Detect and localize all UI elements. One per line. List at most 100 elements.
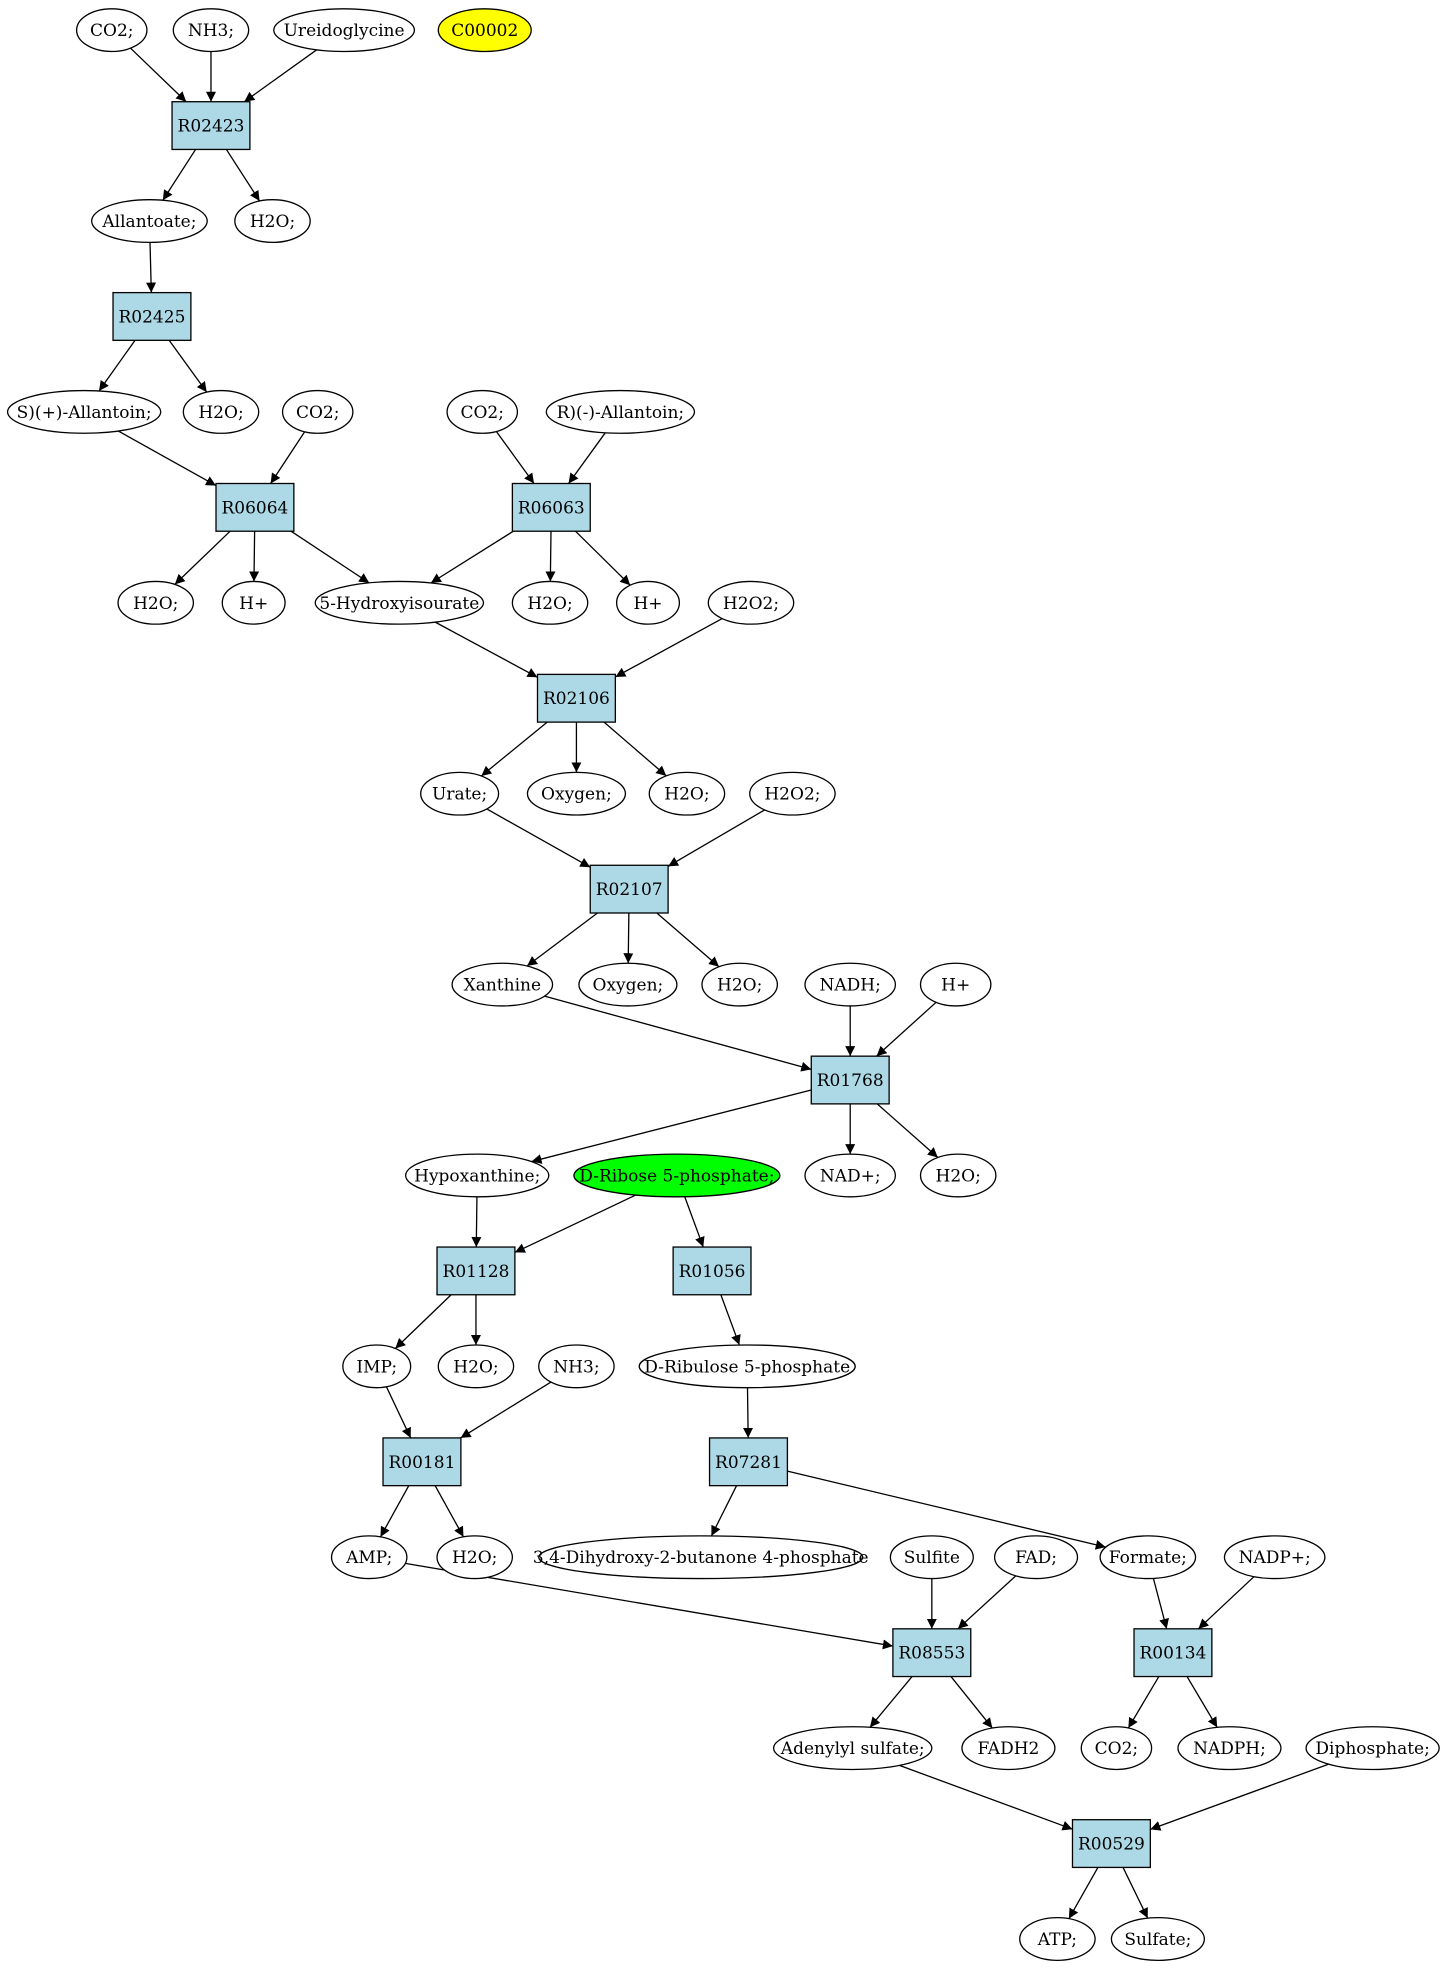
compound-node-c_h2o_8: H2O; bbox=[437, 1344, 515, 1389]
compound-node-c_diphosphate: Diphosphate; bbox=[1305, 1726, 1440, 1771]
compound-node-c_h2o_3: H2O; bbox=[117, 580, 195, 625]
edge-c_ribulose5p-to-r_R07281 bbox=[743, 1387, 754, 1438]
compound-node-c_co2_2: CO2; bbox=[281, 389, 354, 434]
compound-ellipse bbox=[538, 1344, 615, 1389]
compound-node-c_aps: Adenylyl sulfate; bbox=[772, 1726, 933, 1771]
edge-c_5hiu-to-r_R02106 bbox=[434, 621, 538, 678]
node-label: D-Ribose 5-phosphate; bbox=[579, 1166, 774, 1186]
compound-ellipse bbox=[707, 580, 795, 625]
node-label: R02423 bbox=[178, 117, 245, 137]
reaction-node-r_R00529: R00529 bbox=[1071, 1819, 1151, 1869]
compound-node-c_oxygen_2: Oxygen; bbox=[578, 962, 678, 1007]
reaction-node-r_R00181: R00181 bbox=[382, 1437, 462, 1487]
compound-node-c_hplus_1: H+ bbox=[221, 580, 286, 625]
edge-c_imp-to-r_R00181 bbox=[385, 1386, 412, 1439]
compound-node-c_nh3_1: NH3; bbox=[172, 8, 250, 53]
compound-node-c_hypoxanthine: Hypoxanthine; bbox=[404, 1153, 550, 1198]
compound-ellipse bbox=[1110, 1917, 1205, 1962]
node-label: R02425 bbox=[119, 307, 186, 327]
edge-c_diphosphate-to-r_R00529 bbox=[1150, 1763, 1329, 1831]
compound-ellipse bbox=[749, 771, 836, 816]
compound-node-c_5hiu: 5-Hydroxyisourate bbox=[314, 580, 485, 625]
edge-c_nh3_2-to-r_R00181 bbox=[460, 1381, 552, 1439]
node-label: R02107 bbox=[596, 880, 663, 900]
compound-ellipse bbox=[578, 962, 678, 1007]
reaction-node-r_R06063: R06063 bbox=[511, 482, 591, 532]
compound-ellipse bbox=[1019, 1917, 1096, 1962]
reaction-node-r_R02423: R02423 bbox=[171, 101, 251, 151]
edge-r_R06063-to-c_5hiu bbox=[430, 530, 514, 584]
reaction-box bbox=[708, 1437, 789, 1487]
edge-r_R02425-to-c_s_allantoin bbox=[98, 339, 136, 392]
compound-node-c_nadplus: NAD+; bbox=[804, 1153, 897, 1198]
edge-r_R06063-to-c_hplus_2 bbox=[575, 530, 631, 586]
compound-ellipse bbox=[330, 1535, 408, 1580]
node-label: Allantoate; bbox=[101, 212, 196, 232]
node-label: Xanthine bbox=[464, 976, 541, 996]
compound-ellipse bbox=[648, 771, 726, 816]
compound-ellipse bbox=[1080, 1726, 1153, 1771]
reaction-box bbox=[892, 1628, 972, 1678]
compound-ellipse bbox=[234, 199, 311, 244]
node-label: NADPH; bbox=[1193, 1739, 1266, 1759]
edge-c_allantoate-to-r_R02425 bbox=[146, 242, 157, 293]
node-label: Ureidoglycine bbox=[284, 21, 405, 41]
node-label: Oxygen; bbox=[541, 785, 612, 805]
edge-r_R06064-to-c_h2o_3 bbox=[174, 530, 231, 585]
node-label: Adenylyl sulfate; bbox=[780, 1739, 925, 1759]
edge-r_R06063-to-c_h2o_4 bbox=[545, 531, 556, 582]
compound-ellipse bbox=[961, 1726, 1056, 1771]
node-label: R07281 bbox=[715, 1453, 782, 1473]
node-label: NH3; bbox=[553, 1357, 599, 1377]
compound-node-c_co2_4: CO2; bbox=[1080, 1726, 1153, 1771]
edge-r_R08553-to-c_fadh2 bbox=[950, 1676, 993, 1729]
compound-node-c_nh3_2: NH3; bbox=[538, 1344, 615, 1389]
edge-r_R02423-to-c_allantoate bbox=[162, 149, 197, 201]
compound-node-c_r_allantoin: R)(-)-Allantoin; bbox=[545, 389, 696, 434]
compound-node-c_h2o_5: H2O; bbox=[648, 771, 726, 816]
compound-ellipse bbox=[437, 1344, 515, 1389]
reaction-node-r_R00134: R00134 bbox=[1133, 1628, 1213, 1678]
compound-node-c_c00002: C00002 bbox=[437, 8, 532, 53]
compound-ellipse bbox=[182, 389, 260, 434]
reaction-node-r_R06064: R06064 bbox=[215, 482, 295, 532]
edge-r_R07281-to-c_dhbp bbox=[710, 1485, 738, 1537]
compound-node-c_fad: FAD; bbox=[993, 1535, 1079, 1580]
edge-r_R07281-to-c_formate bbox=[787, 1470, 1106, 1550]
edge-c_s_allantoin-to-r_R06064 bbox=[118, 430, 217, 487]
edge-r_R00181-to-c_h2o_9 bbox=[434, 1485, 465, 1538]
compound-node-c_h2o_1: H2O; bbox=[234, 199, 311, 244]
compound-ellipse bbox=[281, 389, 354, 434]
compound-node-c_hplus_2: H+ bbox=[615, 580, 681, 625]
reaction-box bbox=[112, 291, 192, 341]
reaction-node-r_R02425: R02425 bbox=[112, 291, 192, 341]
node-label: R06064 bbox=[221, 498, 288, 518]
node-label: H2O; bbox=[452, 1548, 497, 1568]
compound-ellipse bbox=[573, 1153, 781, 1198]
compound-ellipse bbox=[772, 1726, 933, 1771]
node-label: Formate; bbox=[1109, 1548, 1187, 1568]
compound-ellipse bbox=[6, 389, 162, 434]
edge-r_R01128-to-c_imp bbox=[394, 1294, 452, 1349]
edge-r_R00529-to-c_sulfate bbox=[1122, 1867, 1149, 1919]
node-label: R06063 bbox=[518, 498, 585, 518]
edges-layer bbox=[98, 47, 1329, 1919]
edge-c_formate-to-r_R00134 bbox=[1152, 1578, 1169, 1629]
compound-ellipse bbox=[993, 1535, 1079, 1580]
edge-r_R02106-to-c_h2o_5 bbox=[603, 721, 667, 777]
node-label: CO2; bbox=[296, 403, 340, 423]
node-label: H2O; bbox=[133, 594, 178, 614]
node-label: FADH2 bbox=[977, 1739, 1039, 1759]
reaction-node-r_R07281: R07281 bbox=[708, 1437, 789, 1487]
compound-ellipse bbox=[342, 1344, 412, 1389]
edge-c_hplus_3-to-r_R01768 bbox=[876, 1001, 937, 1057]
node-label: H2O; bbox=[250, 212, 295, 232]
reaction-node-r_R08553: R08553 bbox=[892, 1628, 972, 1678]
compound-node-c_formate: Formate; bbox=[1099, 1535, 1197, 1580]
edge-r_R01768-to-c_hypoxanthine bbox=[531, 1089, 812, 1164]
node-label: H2O; bbox=[936, 1166, 981, 1186]
edge-r_R02106-to-c_urate bbox=[480, 721, 548, 777]
edge-c_h2o2_2-to-r_R02107 bbox=[667, 809, 766, 867]
edge-c_ureidoglycine-to-r_R02423 bbox=[243, 49, 318, 103]
